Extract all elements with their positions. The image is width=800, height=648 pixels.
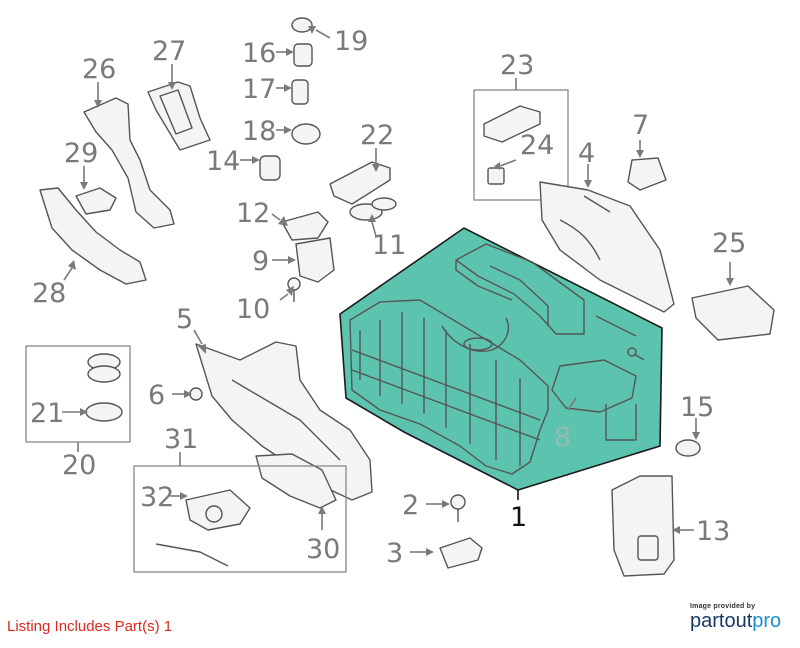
- part-12-drawing: [281, 211, 329, 241]
- callout-2[interactable]: 2: [402, 490, 419, 521]
- part-10-drawing: [287, 277, 301, 302]
- part-18-drawing: [291, 123, 321, 145]
- callout-23[interactable]: 23: [500, 50, 534, 81]
- callout-30[interactable]: 30: [306, 534, 340, 565]
- callout-16[interactable]: 16: [242, 38, 276, 69]
- part-11-drawing: [349, 197, 397, 221]
- callout-17[interactable]: 17: [242, 74, 276, 105]
- callout-19[interactable]: 19: [334, 26, 368, 57]
- part-7-drawing: [627, 157, 667, 191]
- callout-7[interactable]: 7: [632, 110, 649, 141]
- provider-credit: Image provided by partoutpro: [690, 603, 795, 633]
- part-27-detail: [159, 89, 193, 135]
- part-29-drawing: [75, 187, 117, 215]
- callout-26[interactable]: 26: [82, 54, 116, 85]
- callout-11[interactable]: 11: [372, 230, 406, 261]
- part-21-drawing: [85, 353, 123, 422]
- callout-3[interactable]: 3: [386, 538, 403, 569]
- part-9-drawing: [295, 237, 335, 283]
- callout-28[interactable]: 28: [32, 278, 66, 309]
- part-22-drawing: [329, 161, 391, 205]
- part-4-detail: [559, 195, 611, 261]
- part-30-drawing: [255, 453, 337, 509]
- part-1-drawing: [349, 243, 645, 475]
- part-27-drawing: [147, 81, 211, 151]
- listing-includes-text: Listing Includes Part(s) 1: [7, 618, 173, 635]
- callout-5[interactable]: 5: [176, 304, 193, 335]
- logo-part2: pro: [752, 610, 782, 632]
- part-5-drawing: [195, 341, 373, 501]
- callout-20[interactable]: 20: [62, 450, 96, 481]
- callout-29[interactable]: 29: [64, 138, 98, 169]
- callout-10[interactable]: 10: [236, 294, 270, 325]
- partoutpro-logo[interactable]: partoutpro: [690, 610, 795, 633]
- callout-25[interactable]: 25: [712, 228, 746, 259]
- part-23-group-box: [473, 89, 569, 201]
- part-16-drawing: [293, 43, 313, 67]
- part-14-drawing: [259, 155, 281, 181]
- callout-4[interactable]: 4: [578, 138, 595, 169]
- part-13-detail: [637, 535, 659, 561]
- callout-27[interactable]: 27: [152, 36, 186, 67]
- callout-24[interactable]: 24: [520, 130, 554, 161]
- part-32-drawing: [155, 489, 251, 567]
- part-28-drawing: [39, 187, 147, 285]
- part-2-drawing: [450, 494, 466, 522]
- part-19-drawing: [291, 17, 313, 33]
- callout-21[interactable]: 21: [30, 398, 64, 429]
- leader-lines: [62, 26, 734, 556]
- part-17-drawing: [291, 79, 309, 105]
- part-24-drawing: [487, 167, 505, 185]
- callout-1[interactable]: 1: [510, 502, 527, 533]
- callout-9[interactable]: 9: [252, 246, 269, 277]
- logo-part1: partout: [690, 610, 753, 632]
- part-3-drawing: [439, 537, 483, 569]
- part-4-drawing: [539, 181, 675, 313]
- callout-8[interactable]: 8: [554, 422, 571, 453]
- callout-numbers: 1 2 3 4 5 6 7 8 9 10 11 12 13 14 15 16 1…: [30, 26, 746, 569]
- callout-14[interactable]: 14: [206, 146, 240, 177]
- part-5-detail: [231, 379, 341, 461]
- part-26-drawing: [83, 97, 175, 229]
- part-31-group-box: [133, 465, 347, 573]
- callout-13[interactable]: 13: [696, 516, 730, 547]
- callout-18[interactable]: 18: [242, 116, 276, 147]
- part-13-drawing: [611, 475, 675, 577]
- part-23-drawing: [483, 105, 541, 143]
- callout-6[interactable]: 6: [148, 380, 165, 411]
- callout-12[interactable]: 12: [236, 198, 270, 229]
- provider-caption: Image provided by: [690, 603, 756, 610]
- callout-31[interactable]: 31: [164, 424, 198, 455]
- callout-15[interactable]: 15: [680, 392, 714, 423]
- part-15-drawing: [675, 439, 701, 457]
- part-25-drawing: [691, 285, 775, 341]
- callout-22[interactable]: 22: [360, 120, 394, 151]
- callout-32[interactable]: 32: [140, 482, 174, 513]
